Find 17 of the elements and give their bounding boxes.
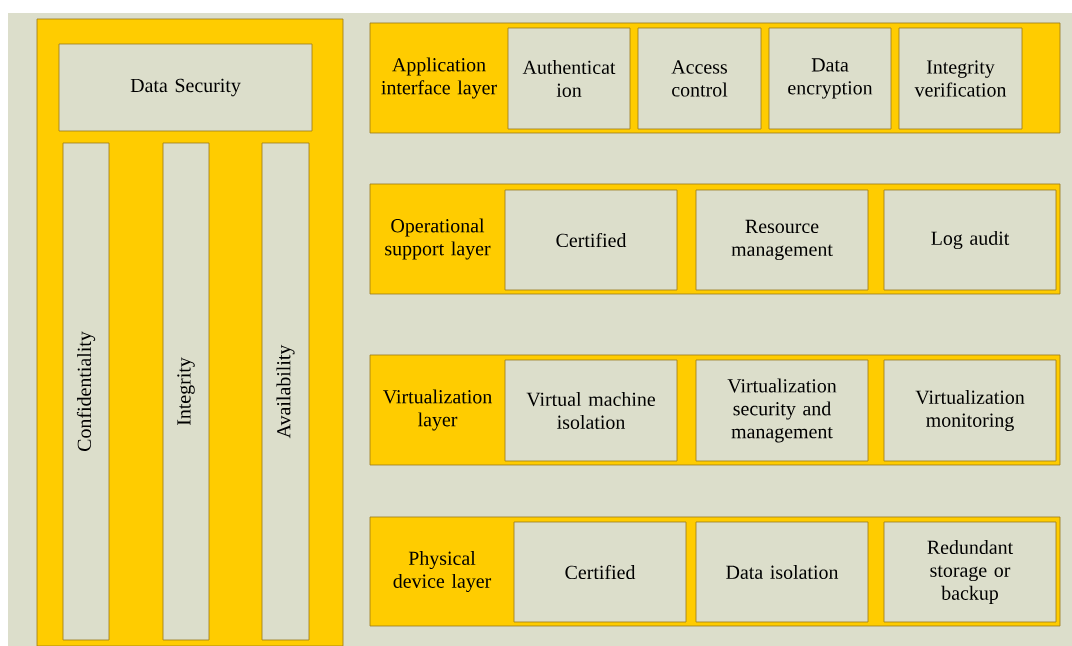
text-box: Integrity verification	[898, 27, 1023, 130]
text-box: Resource management	[695, 189, 869, 291]
text-box: Log audit	[883, 189, 1057, 291]
pillar-box: Confidentiality	[62, 142, 110, 641]
text-box: Authenticat ion	[507, 27, 631, 130]
pillar-box: Availability	[261, 142, 310, 641]
text-box: Virtualization monitoring	[883, 359, 1057, 462]
text-box: Certified	[513, 521, 687, 623]
text-box: Data Security	[58, 43, 313, 132]
text-box: Data encryption	[768, 27, 892, 130]
text-box: Data isolation	[695, 521, 869, 623]
text-box: Access control	[637, 27, 762, 130]
text-box: Redundant storage or backup	[883, 521, 1057, 623]
text-box: Certified	[504, 189, 678, 291]
text-box: Virtual machine isolation	[504, 359, 678, 462]
pillar-box: Integrity	[162, 142, 210, 641]
text-box: Virtualization security and management	[695, 359, 869, 462]
